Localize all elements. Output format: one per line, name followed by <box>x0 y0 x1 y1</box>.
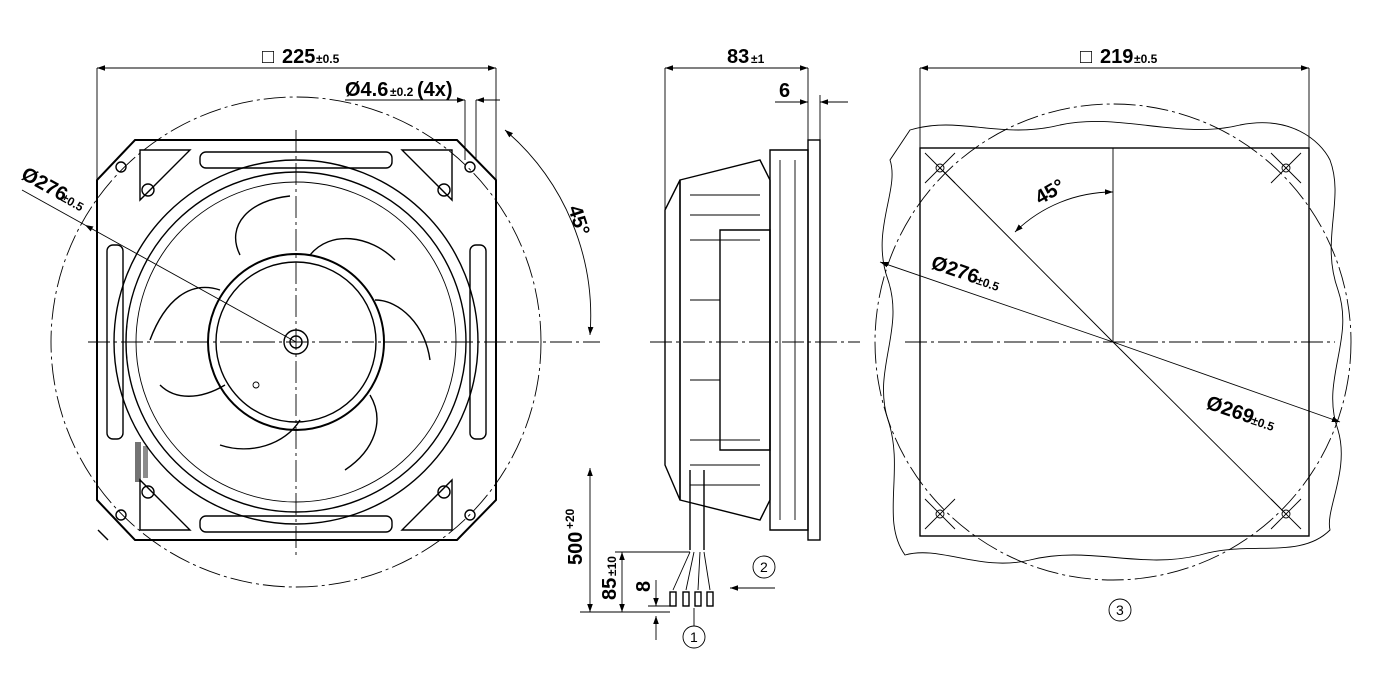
cutout-view <box>874 65 1352 622</box>
lead-length-value: 500 <box>565 532 587 565</box>
callout-1-label: 1 <box>690 629 698 645</box>
impeller-blades <box>149 195 431 471</box>
front-angle: 45° <box>563 203 593 239</box>
strip-length-value: 85 <box>599 578 621 600</box>
cutout-width-tol: ±0.5 <box>1134 52 1158 66</box>
lead-length-tol: +20 <box>563 508 577 529</box>
callout-2-circle <box>752 555 776 579</box>
bolt-circle <box>50 96 542 588</box>
shaft-center <box>289 335 303 349</box>
side-rotor-face <box>664 179 681 501</box>
corner-strut-tl <box>139 149 192 202</box>
balance-mark <box>252 381 260 389</box>
side-rotor-cup <box>679 159 771 521</box>
hole-diameter-value: Ø4.6 <box>345 79 388 101</box>
cutout-angle: 45° <box>1032 175 1069 209</box>
front-width-tol: ±0.5 <box>316 52 340 66</box>
impeller-envelope <box>135 181 457 503</box>
cutout-bolt-circle <box>874 103 1352 581</box>
frame-ring-inner <box>125 171 467 513</box>
motor-rotor-inner <box>215 261 377 423</box>
corner-strut-bl <box>139 478 192 531</box>
top-slot <box>199 151 393 169</box>
inner-diameter-leader <box>1112 341 1341 423</box>
front-view <box>21 65 600 588</box>
angle-arc <box>504 129 594 336</box>
side-flange <box>807 139 821 541</box>
strip-length-tol: ±10 <box>605 556 619 576</box>
left-slot <box>106 244 124 440</box>
lead-wires <box>672 551 711 591</box>
cutout-inner-value: Ø269 <box>1203 392 1256 429</box>
wire-ferrules <box>669 591 714 607</box>
mounting-holes <box>115 161 476 521</box>
hole-count: (4x) <box>417 79 453 101</box>
cutout-width-symbol: □ <box>1080 46 1092 68</box>
diameter-leader <box>84 224 297 343</box>
side-motor-body <box>719 229 771 451</box>
cutout-width-value: 219 <box>1100 46 1133 68</box>
outer-diameter-leader <box>879 261 1114 343</box>
front-circle-tol: ±0.5 <box>59 191 86 215</box>
depth-value: 83 <box>727 46 749 68</box>
cutout-diagonal-br <box>1112 341 1286 514</box>
front-width-symbol: □ <box>262 46 274 68</box>
flange-value: 6 <box>779 80 790 102</box>
motor-rotor-outer <box>207 253 385 431</box>
cutout-diagonal <box>939 167 1114 343</box>
depth-tol: ±1 <box>751 52 765 66</box>
cutout-inner-tol: ±0.5 <box>1249 413 1276 434</box>
side-frame <box>769 149 809 531</box>
side-ribs <box>690 160 796 520</box>
callout-3-label: 3 <box>1116 602 1124 618</box>
cutout-outer-value: Ø276 <box>928 252 981 289</box>
diameter-leader-ext <box>21 189 86 226</box>
cutout-angle-arc <box>1014 189 1114 233</box>
fan-housing-outline <box>96 139 497 541</box>
shaft <box>283 329 309 355</box>
ferrule-value: 8 <box>633 581 655 592</box>
corner-strut-tr <box>400 149 453 202</box>
cable-stub <box>97 529 109 541</box>
right-slot <box>469 244 487 440</box>
callout-3-circle <box>1108 598 1132 622</box>
front-width-value: 225 <box>282 46 315 68</box>
callout-2-label: 2 <box>760 559 768 575</box>
cutout-outer-tol: ±0.5 <box>974 273 1001 294</box>
bottom-slot <box>199 515 393 533</box>
rating-label-marks <box>135 442 148 482</box>
corner-strut-br <box>400 478 453 531</box>
side-view <box>580 65 860 649</box>
hole-diameter-tol: ±0.2 <box>390 85 414 99</box>
cutout-corner-holes <box>924 152 1302 530</box>
frame-ring-outer <box>113 159 479 525</box>
